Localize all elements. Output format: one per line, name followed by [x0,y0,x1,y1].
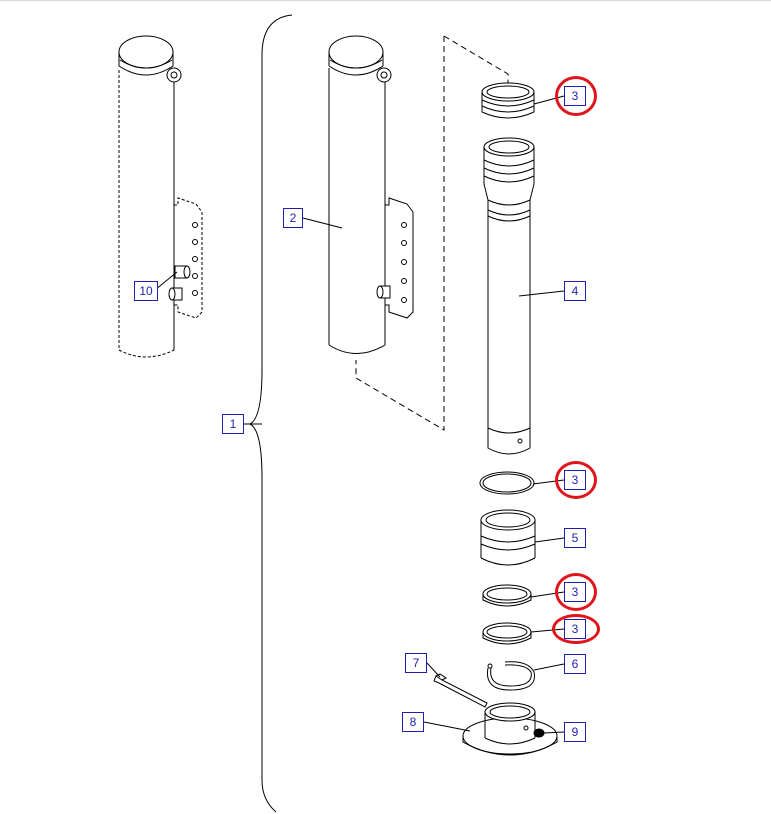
top-divider [0,0,771,1]
callout-10[interactable]: 10 [134,281,158,301]
callout-3-label: 3 [571,585,579,599]
o-ring-upper [479,471,535,495]
leader-lines [154,95,565,734]
callout-7[interactable]: 7 [405,653,427,673]
callout-3-seal-lower[interactable]: 3 [564,619,586,639]
callout-6[interactable]: 6 [564,654,586,674]
callout-1[interactable]: 1 [222,414,244,434]
bolt-part-7 [433,673,488,708]
top-seal-ring [481,82,535,119]
assembled-tube-left [118,35,203,358]
callout-3-label: 3 [571,622,579,636]
outer-tube-part-2 [328,35,414,354]
seal-ring-lower [482,622,532,645]
seal-ring-middle [482,584,532,607]
callout-7-label: 7 [412,656,420,670]
callout-3-label: 3 [571,89,579,103]
callout-9[interactable]: 9 [564,722,586,742]
callout-4[interactable]: 4 [564,281,586,301]
callout-4-label: 4 [571,284,579,298]
bushing-part-5 [480,509,536,566]
callout-8[interactable]: 8 [402,712,424,732]
callout-2[interactable]: 2 [283,208,303,228]
inner-tube-part-4 [483,137,535,455]
callout-9-label: 9 [571,725,579,739]
callout-5[interactable]: 5 [564,528,586,548]
callout-3-o-ring[interactable]: 3 [564,470,586,490]
callout-3-seal-middle[interactable]: 3 [564,582,586,602]
callout-8-label: 8 [409,715,417,729]
callout-10-label: 10 [139,284,153,298]
assembly-brace [248,14,293,813]
callout-2-label: 2 [289,211,297,225]
base-flange-part-8 [462,702,558,756]
snap-ring-part-6 [486,661,535,691]
callout-5-label: 5 [571,531,579,545]
callout-6-label: 6 [571,657,579,671]
callout-3-label: 3 [571,473,579,487]
callout-3-top-seal[interactable]: 3 [564,86,586,106]
callout-1-label: 1 [229,417,237,431]
assembly-guide [355,35,509,431]
